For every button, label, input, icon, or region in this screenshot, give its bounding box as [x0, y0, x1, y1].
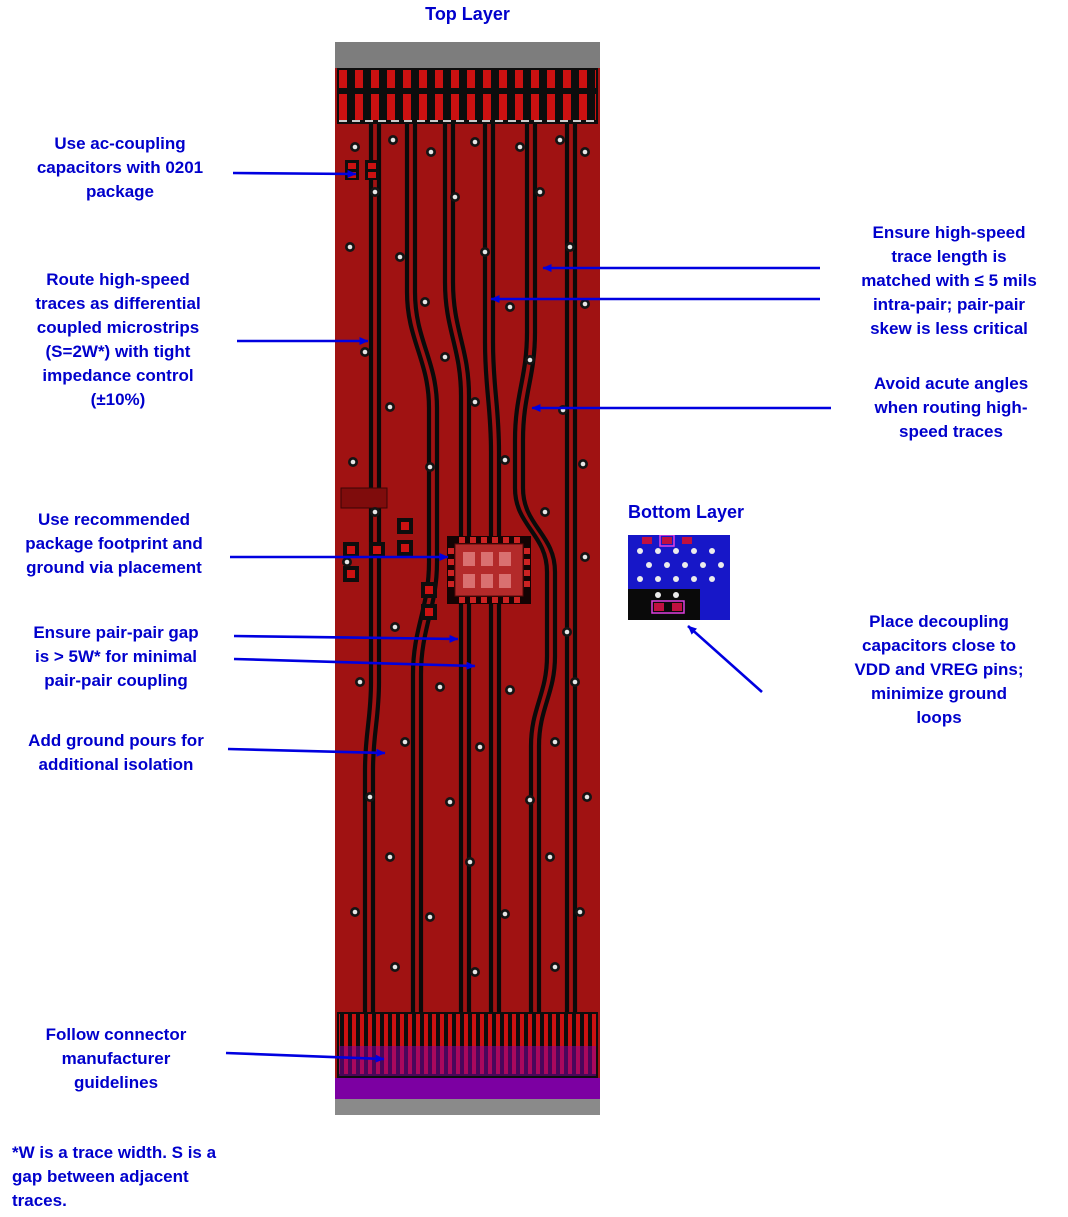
annotation-trace-matching: Ensure high-speed trace length is matche…	[861, 223, 1037, 338]
annotation-pair-gap: Ensure pair-pair gap is > 5W* for minima…	[33, 623, 199, 690]
annotation-acute-angles: Avoid acute angles when routing high- sp…	[873, 374, 1029, 441]
annotation-ground-pours: Add ground pours for additional isolatio…	[28, 731, 204, 774]
top-layer-board-image	[335, 42, 600, 1115]
annotation-connector-guidelines: Follow connector manufacturer guidelines	[45, 1025, 187, 1092]
annotation-ac-coupling: Use ac-coupling capacitors with 0201 pac…	[36, 134, 204, 201]
bottom-layer-title: Bottom Layer	[627, 502, 744, 522]
annotation-differential-routing: Route high-speed traces as differential …	[35, 270, 201, 409]
top-layer-title: Top Layer	[425, 4, 510, 24]
footnote-trace-width: *W is a trace width. S is a gap between …	[12, 1143, 217, 1210]
annotation-package-footprint: Use recommended package footprint and gr…	[25, 510, 203, 577]
annotation-decoupling: Place decoupling capacitors close to VDD…	[854, 612, 1024, 727]
bottom-layer-board-image	[628, 535, 730, 620]
